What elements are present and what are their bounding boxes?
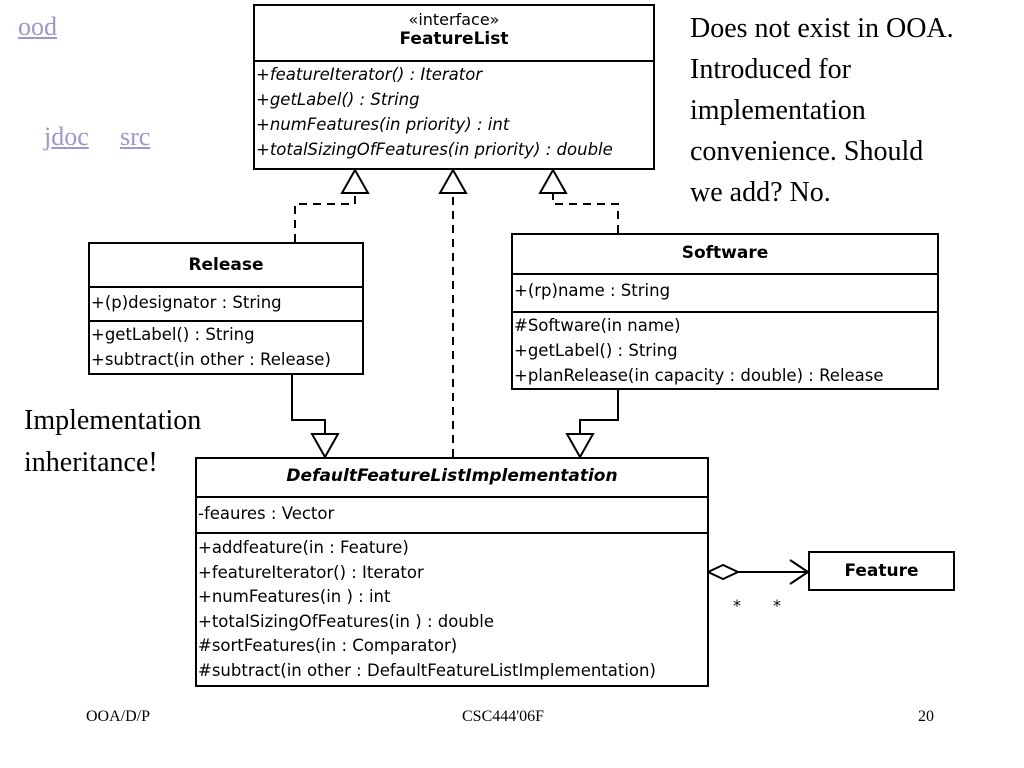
release-class: Release +(p)designator : String +getLabe… bbox=[88, 242, 364, 375]
attributes-section: +(rp)name : String bbox=[513, 275, 937, 313]
operations-section: +featureIterator() : Iterator +getLabel(… bbox=[255, 62, 653, 162]
feature-class: Feature bbox=[808, 551, 955, 591]
attributes-section: -feaures : Vector bbox=[197, 498, 707, 534]
note-line: Introduced for bbox=[690, 54, 851, 85]
software-generalization-line bbox=[579, 390, 619, 434]
software-realization-line bbox=[552, 193, 619, 233]
featurelist-interface: «interface» FeatureList +featureIterator… bbox=[253, 4, 655, 170]
impl-note-line: Implementation bbox=[24, 405, 202, 436]
note-line: Does not exist in OOA. bbox=[690, 13, 954, 44]
attributes-section: +(p)designator : String bbox=[90, 288, 362, 322]
class-name: Software bbox=[513, 235, 937, 275]
footer-center: CSC444'06F bbox=[462, 708, 545, 725]
class-name: Release bbox=[90, 244, 362, 288]
attribute: +(p)designator : String bbox=[91, 293, 282, 312]
class-name: DefaultFeatureListImplementation bbox=[197, 459, 707, 498]
note-line: we add? No. bbox=[690, 177, 831, 208]
realization-arrowhead bbox=[438, 167, 468, 194]
operation: #sortFeatures(in : Comparator) bbox=[198, 636, 458, 655]
featurelist-header: «interface» FeatureList bbox=[255, 6, 653, 62]
operation: +numFeatures(in ) : int bbox=[198, 587, 391, 606]
generalization-arrowhead bbox=[565, 433, 595, 460]
multiplicity-label: * bbox=[733, 596, 741, 615]
stereotype-label: «interface» bbox=[408, 10, 500, 29]
slide-number: 20 bbox=[918, 708, 934, 725]
operation: +getLabel() : String bbox=[514, 341, 678, 360]
operation: +featureIterator() : Iterator bbox=[256, 65, 483, 84]
operations-section: +getLabel() : String +subtract(in other … bbox=[90, 322, 362, 372]
aggregation-diamond bbox=[705, 563, 741, 581]
multiplicity-label: * bbox=[773, 596, 781, 615]
operation: #Software(in name) bbox=[514, 316, 681, 335]
operation: #subtract(in other : DefaultFeatureListI… bbox=[198, 660, 656, 680]
footer-left: OOA/D/P bbox=[86, 708, 151, 725]
realization-arrowhead bbox=[538, 167, 568, 194]
operation: +featureIterator() : Iterator bbox=[198, 562, 424, 582]
impl-note-line: inheritance! bbox=[24, 447, 158, 478]
operation: +getLabel() : String bbox=[256, 90, 420, 109]
design-note: Does not exist in OOA. Introduced for im… bbox=[690, 8, 954, 213]
operations-section: +addfeature(in : Feature) +featureIterat… bbox=[197, 534, 707, 683]
operation: +totalSizingOfFeatures(in ) : double bbox=[198, 611, 494, 631]
default-feature-list-implementation-class: DefaultFeatureListImplementation -feaure… bbox=[195, 457, 709, 687]
operation: +getLabel() : String bbox=[91, 325, 255, 344]
class-name: Feature bbox=[844, 561, 919, 581]
software-class: Software +(rp)name : String #Software(in… bbox=[511, 233, 939, 390]
jdoc-link[interactable]: jdoc bbox=[44, 122, 89, 151]
attribute: +(rp)name : String bbox=[514, 281, 671, 300]
operation: +totalSizingOfFeatures(in priority) : do… bbox=[256, 140, 613, 159]
operation: +subtract(in other : Release) bbox=[91, 350, 331, 369]
realization-arrowhead bbox=[340, 167, 370, 194]
release-realization-line bbox=[294, 193, 356, 242]
class-name: FeatureList bbox=[399, 29, 509, 49]
attribute: -feaures : Vector bbox=[198, 504, 335, 523]
ood-link[interactable]: ood bbox=[18, 12, 57, 41]
operation: +planRelease(in capacity : double) : Rel… bbox=[514, 366, 884, 385]
operations-section: #Software(in name) +getLabel() : String … bbox=[513, 313, 937, 388]
generalization-arrowhead bbox=[310, 433, 340, 460]
note-line: implementation bbox=[690, 95, 866, 126]
operation: +addfeature(in : Feature) bbox=[198, 538, 409, 557]
note-line: convenience. Should bbox=[690, 136, 924, 167]
implementation-inheritance-note: Implementation inheritance! bbox=[24, 400, 201, 484]
operation: +numFeatures(in priority) : int bbox=[256, 115, 510, 134]
src-link[interactable]: src bbox=[120, 122, 151, 151]
release-generalization-line bbox=[291, 375, 326, 434]
